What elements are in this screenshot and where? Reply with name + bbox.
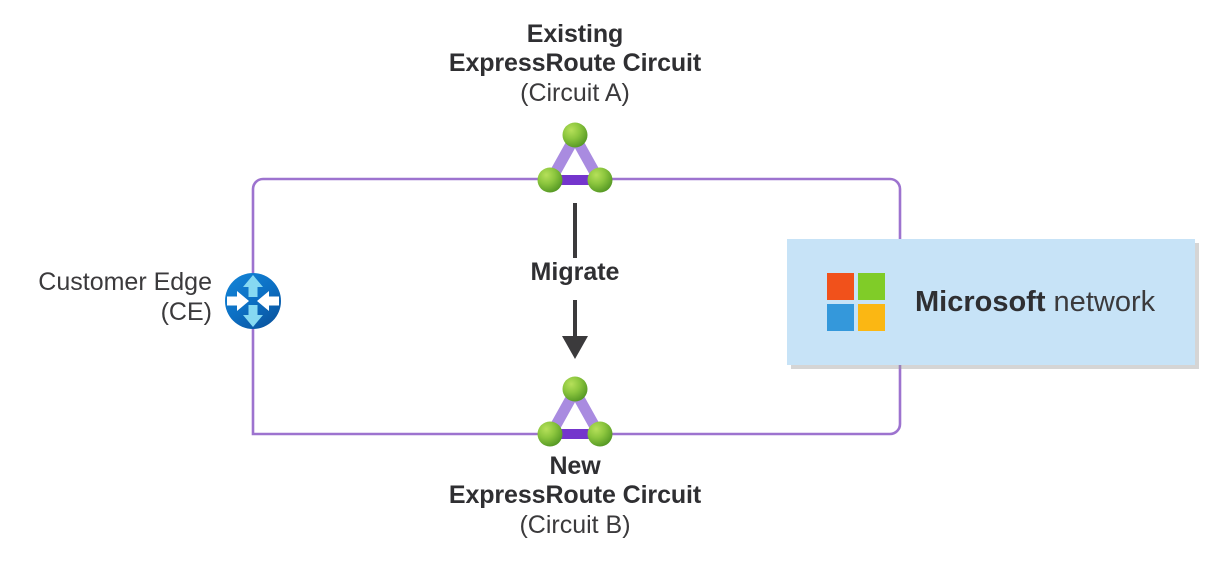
customer-edge-caption: Customer Edge (CE) (0, 267, 212, 327)
circuit-a-line1: Existing (526, 20, 624, 48)
migrate-arrow (562, 203, 588, 359)
circuit-a-line3: (Circuit A) (520, 78, 630, 107)
customer-edge-line2: (CE) (160, 298, 212, 326)
circuit-b-line1: New (549, 452, 601, 480)
customer-edge-line1: Customer Edge (38, 268, 212, 296)
circuit-b-line2: ExpressRoute Circuit (448, 481, 702, 510)
router-icon (225, 273, 281, 329)
migrate-label: Migrate (530, 258, 620, 286)
microsoft-logo-icon (827, 273, 885, 331)
circuit-a-caption: Existing ExpressRoute Circuit (Circuit A… (0, 20, 1150, 108)
peering-path (251, 177, 902, 436)
microsoft-network-label: Microsoft network (915, 286, 1155, 319)
expressroute-circuit-icon-a (537, 122, 613, 193)
circuit-a-line2: ExpressRoute Circuit (448, 49, 702, 78)
circuit-b-caption: New ExpressRoute Circuit (Circuit B) (0, 452, 1150, 540)
microsoft-network-label-bold: Microsoft (915, 285, 1046, 318)
expressroute-circuit-icon-b (537, 376, 613, 447)
microsoft-network-label-regular: network (1045, 285, 1156, 318)
circuit-b-line3: (Circuit B) (519, 510, 631, 539)
microsoft-network-box: Microsoft network (787, 239, 1195, 365)
